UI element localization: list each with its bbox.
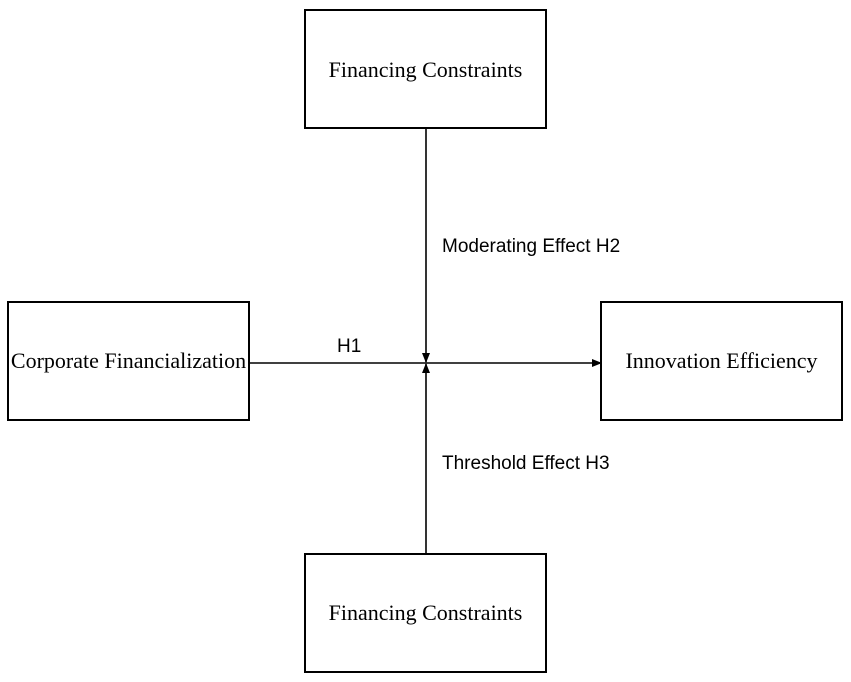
node-financing-constraints-top: Financing Constraints — [304, 9, 547, 129]
edge-label-threshold: Threshold Effect H3 — [442, 453, 610, 474]
node-innovation-efficiency: Innovation Efficiency — [600, 301, 843, 421]
node-label: Innovation Efficiency — [625, 348, 817, 373]
node-financing-constraints-bottom: Financing Constraints — [304, 553, 547, 673]
node-label: Corporate Financialization — [11, 348, 246, 373]
node-corporate-financialization: Corporate Financialization — [7, 301, 250, 421]
node-label: Financing Constraints — [329, 600, 523, 625]
edge-label-h1: H1 — [337, 336, 361, 357]
node-box — [304, 9, 547, 129]
node-box — [304, 553, 547, 673]
node-box — [7, 301, 250, 421]
node-label: Financing Constraints — [329, 57, 523, 82]
edge-label-moderating: Moderating Effect H2 — [442, 236, 620, 257]
node-box — [600, 301, 843, 421]
